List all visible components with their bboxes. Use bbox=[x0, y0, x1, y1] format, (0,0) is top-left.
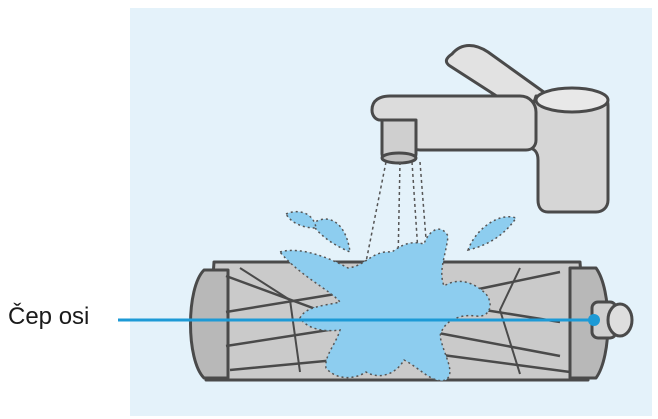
callout-dot bbox=[588, 314, 600, 326]
axle-pin-label: Čep osi bbox=[8, 302, 89, 332]
